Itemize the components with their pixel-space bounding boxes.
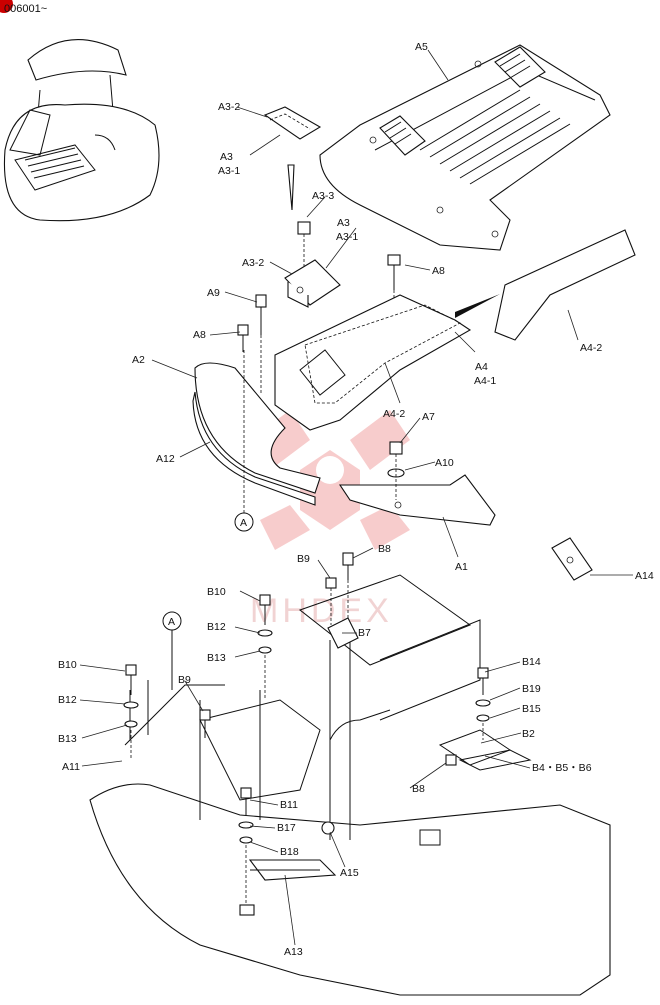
label-B12-left: B12: [58, 694, 77, 706]
label-A3-1-top: A3-1: [218, 165, 240, 177]
label-B4-B5-B6: B4・B5・B6: [532, 762, 592, 774]
label-A4-1: A4-1: [474, 375, 496, 387]
label-B10-mid: B10: [207, 586, 226, 598]
part-A15-bolt: [321, 821, 335, 835]
bolt-stack-b11: [238, 787, 254, 905]
label-B14: B14: [522, 656, 541, 668]
ref-a-top-text: A: [240, 517, 247, 529]
label-B9-left: B9: [178, 674, 191, 686]
ref-circle-a-bottom: A: [162, 611, 182, 690]
label-A4-2-inner: A4-2: [383, 408, 405, 420]
lower-frame-assembly: [89, 574, 611, 996]
label-B7: B7: [358, 627, 371, 639]
label-A3-mid: A3: [337, 217, 350, 229]
label-A3-2-mid: A3-2: [242, 257, 264, 269]
label-B2: B2: [522, 728, 535, 740]
label-A12: A12: [156, 453, 175, 465]
label-A2: A2: [132, 354, 145, 366]
label-A4-2: A4-2: [580, 342, 602, 354]
pointer-arrow-a4: [455, 294, 500, 318]
label-B18: B18: [280, 846, 299, 858]
label-A10: A10: [435, 457, 454, 469]
ref-circle-a-top: A: [234, 512, 254, 532]
bolt-b9-left: [199, 709, 211, 738]
serial-range: 006001~: [4, 3, 47, 15]
label-A14: A14: [635, 570, 654, 582]
label-A1: A1: [455, 561, 468, 573]
label-A3-3: A3-3: [312, 190, 334, 202]
bolt-stack-b10-left: [123, 664, 139, 760]
label-B13-mid: B13: [207, 652, 226, 664]
part-A3-pad-top: [263, 106, 322, 140]
part-A14-plate: [551, 537, 593, 581]
part-A9-bolt: [255, 294, 267, 395]
serial-header: 006001~: [0, 0, 47, 15]
label-A7: A7: [422, 411, 435, 423]
label-A8-top: A8: [432, 265, 445, 277]
label-B12-mid: B12: [207, 621, 226, 633]
ref-a-bottom-text: A: [168, 616, 175, 628]
part-A2-side-guard: [192, 350, 321, 515]
part-A4-2-mat: [494, 229, 636, 341]
label-B8-top: B8: [378, 543, 391, 555]
label-A3-2-top: A3-2: [218, 101, 240, 113]
pointer-arrow-a3: [287, 164, 295, 211]
leader-lines: [79, 49, 633, 946]
watermark: MHDEX: [250, 410, 410, 630]
bolt-stack-b10-mid: [257, 594, 273, 700]
part-A3-bracket: [284, 259, 341, 308]
label-A11: A11: [62, 761, 80, 773]
bolt-stack-b14: [475, 667, 491, 740]
part-A1-plate: [338, 474, 496, 526]
machine-overview-sketch: [3, 39, 160, 222]
part-A7-bolt: [387, 441, 405, 500]
label-B17: B17: [277, 822, 296, 834]
label-B13-left: B13: [58, 733, 77, 745]
watermark-text: MHDEX: [250, 592, 393, 630]
label-A8-left: A8: [193, 329, 206, 341]
bolt-b8-bottom: [445, 754, 457, 766]
label-B8-bottom: B8: [412, 783, 425, 795]
page-badge: [0, 0, 13, 13]
part-labels: A5 A3-2 A3 A3-1 A3-3 A3 A3-1 A3-2 A8 A9 …: [58, 41, 654, 958]
label-B9-top: B9: [297, 553, 310, 565]
label-A13: A13: [284, 946, 303, 958]
label-A4: A4: [475, 361, 488, 373]
label-B11: B11: [280, 799, 298, 811]
part-A5-hood: [319, 44, 611, 251]
label-A9: A9: [207, 287, 220, 299]
label-B15: B15: [522, 703, 541, 715]
label-B19: B19: [522, 683, 541, 695]
label-A3-top: A3: [220, 151, 233, 163]
label-B10-left: B10: [58, 659, 77, 671]
bolt-b8-b9-top: [325, 552, 354, 625]
label-A3-1-mid: A3-1: [336, 231, 358, 243]
label-A5: A5: [415, 41, 428, 53]
part-A8-bolt-left: [237, 324, 249, 352]
label-A15: A15: [340, 867, 359, 879]
part-A4-floor-panel: [274, 294, 472, 431]
